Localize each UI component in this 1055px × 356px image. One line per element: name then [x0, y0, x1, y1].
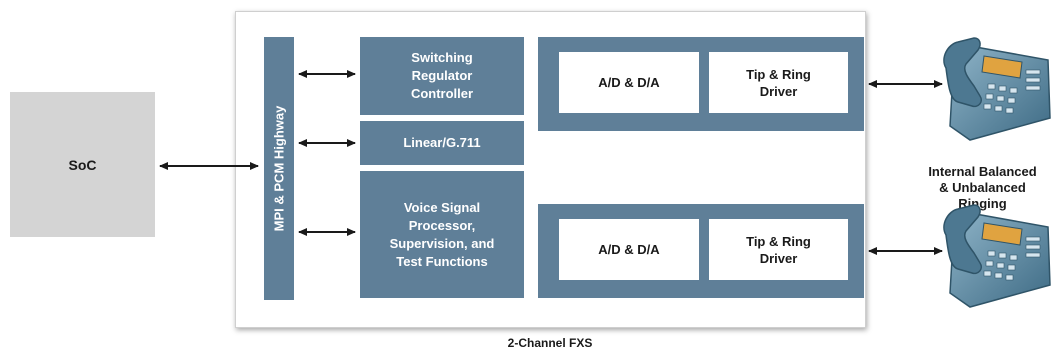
mpi-pcm-highway-bus: MPI & PCM Highway — [264, 37, 294, 300]
channel-1-adda: A/D & D/A — [559, 52, 699, 113]
channel-2-adda: A/D & D/A — [559, 219, 699, 280]
channel-1-block: A/D & D/A Tip & Ring Driver — [538, 37, 864, 131]
switching-regulator-block: Switching Regulator Controller — [360, 37, 524, 115]
telephone-icon — [943, 204, 1051, 308]
soc-block: SoC — [10, 92, 155, 237]
telephone-icon — [943, 37, 1051, 141]
voice-signal-processor-block: Voice Signal Processor, Supervision, and… — [360, 171, 524, 298]
linear-g711-block: Linear/G.711 — [360, 121, 524, 165]
channel-2-tip-ring-driver: Tip & Ring Driver — [709, 219, 848, 280]
voice-signal-processor-label: Voice Signal Processor, Supervision, and… — [389, 199, 495, 269]
chip-caption-text: 2-Channel FXS — [507, 336, 593, 350]
linear-g711-label: Linear/G.711 — [403, 135, 481, 150]
channel-2-block: A/D & D/A Tip & Ring Driver — [538, 204, 864, 298]
chip-caption: 2-Channel FXS — [480, 336, 620, 350]
channel-2-tip-ring-label: Tip & Ring Driver — [746, 233, 811, 266]
switching-regulator-label: Switching Regulator Controller — [410, 50, 474, 101]
channel-2-adda-label: A/D & D/A — [598, 242, 660, 257]
channel-1-adda-label: A/D & D/A — [598, 75, 660, 90]
channel-1-tip-ring-label: Tip & Ring Driver — [746, 66, 811, 99]
channel-1-tip-ring-driver: Tip & Ring Driver — [709, 52, 848, 113]
soc-label: SoC — [68, 156, 97, 173]
